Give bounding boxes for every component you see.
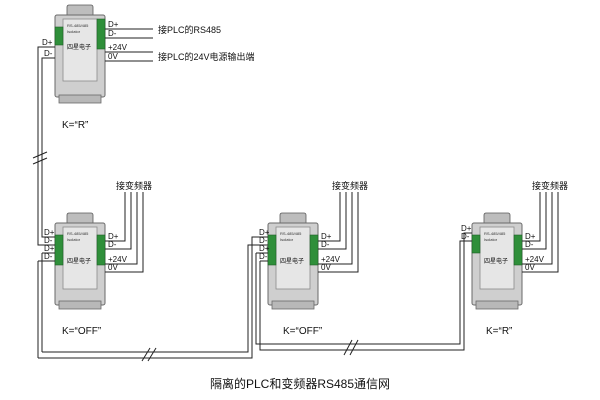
cable-break-bottom-1 <box>141 347 157 362</box>
pin-label: 0V <box>108 263 118 272</box>
pin-label: 0V <box>525 263 535 272</box>
pin-label: D+ <box>108 232 119 241</box>
svg-text:RS-485/485: RS-485/485 <box>484 231 506 236</box>
pin-label: D+ <box>42 38 53 47</box>
svg-text:Isolator: Isolator <box>67 29 81 34</box>
pin-label: 0V <box>108 52 118 61</box>
pin-label: D- <box>259 252 268 261</box>
pin-label: D- <box>44 49 53 58</box>
device-2-brand: 四星电子 <box>67 257 91 265</box>
inverter-note-3: 接变频器 <box>532 180 568 191</box>
isolator-device-3: RS-485/485 Isolator 四星电子 <box>267 212 319 310</box>
pin-label: D- <box>525 240 534 249</box>
pin-label: D+ <box>108 20 119 29</box>
pin-label: D- <box>44 252 53 261</box>
switch-setting-1: K=“R” <box>62 120 88 131</box>
pin-label: D- <box>44 236 53 245</box>
svg-text:Isolator: Isolator <box>484 237 498 242</box>
switch-setting-2: K=“OFF” <box>62 326 101 337</box>
svg-text:Isolator: Isolator <box>280 237 294 242</box>
switch-setting-3: K=“OFF” <box>283 326 322 337</box>
svg-text:RS-485/485: RS-485/485 <box>67 231 89 236</box>
inverter-note-2: 接变频器 <box>332 180 368 191</box>
pin-label: +24V <box>525 255 545 264</box>
pin-label: D- <box>259 236 268 245</box>
pin-label: D- <box>108 240 117 249</box>
device-3-brand: 四星电子 <box>280 257 304 265</box>
inverter-note-1: 接变频器 <box>116 180 152 191</box>
pin-label: D+ <box>44 244 55 253</box>
plc-rs485-note: 接PLC的RS485 <box>158 24 221 35</box>
device-1-brand: 四星电子 <box>67 43 91 51</box>
diagram-caption: 隔离的PLC和变频器RS485通信网 <box>210 376 390 391</box>
pin-label: +24V <box>108 43 128 52</box>
cable-break-vertical <box>32 151 48 165</box>
pin-label: D- <box>461 232 470 241</box>
switch-setting-4: K=“R” <box>486 326 512 337</box>
pin-label: 0V <box>321 263 331 272</box>
pin-label: D+ <box>461 224 472 233</box>
wiring-device-1 <box>37 28 153 246</box>
pin-label: +24V <box>321 255 341 264</box>
pin-label: D- <box>321 240 330 249</box>
cable-break-bottom-2 <box>343 339 359 356</box>
plc-24v-note: 接PLC的24V电源输出端 <box>158 51 255 62</box>
device-4-brand: 四星电子 <box>484 257 508 265</box>
pin-label: D+ <box>259 228 270 237</box>
isolator-device-2: RS-485/485 Isolator 四星电子 <box>54 212 106 310</box>
pin-label: D- <box>108 29 117 38</box>
isolator-device-4: RS-485/485 Isolator 四星电子 <box>471 212 523 310</box>
wiring-device-4 <box>522 192 559 273</box>
pin-labels: D+ D- +24V 0V D+ D- D+ D- D+ D- D+ D- +2… <box>42 20 545 272</box>
svg-text:RS-485/485: RS-485/485 <box>67 23 89 28</box>
svg-text:RS-485/485: RS-485/485 <box>280 231 302 236</box>
svg-text:Isolator: Isolator <box>67 237 81 242</box>
pin-label: D+ <box>44 228 55 237</box>
pin-label: D+ <box>321 232 332 241</box>
pin-label: D+ <box>525 232 536 241</box>
pin-label: +24V <box>108 255 128 264</box>
pin-label: D+ <box>259 244 270 253</box>
isolator-device-1: RS-485/485 Isolator 四星电子 <box>54 4 106 104</box>
wiring-device-3 <box>255 192 472 351</box>
wiring-device-2 <box>37 192 268 359</box>
